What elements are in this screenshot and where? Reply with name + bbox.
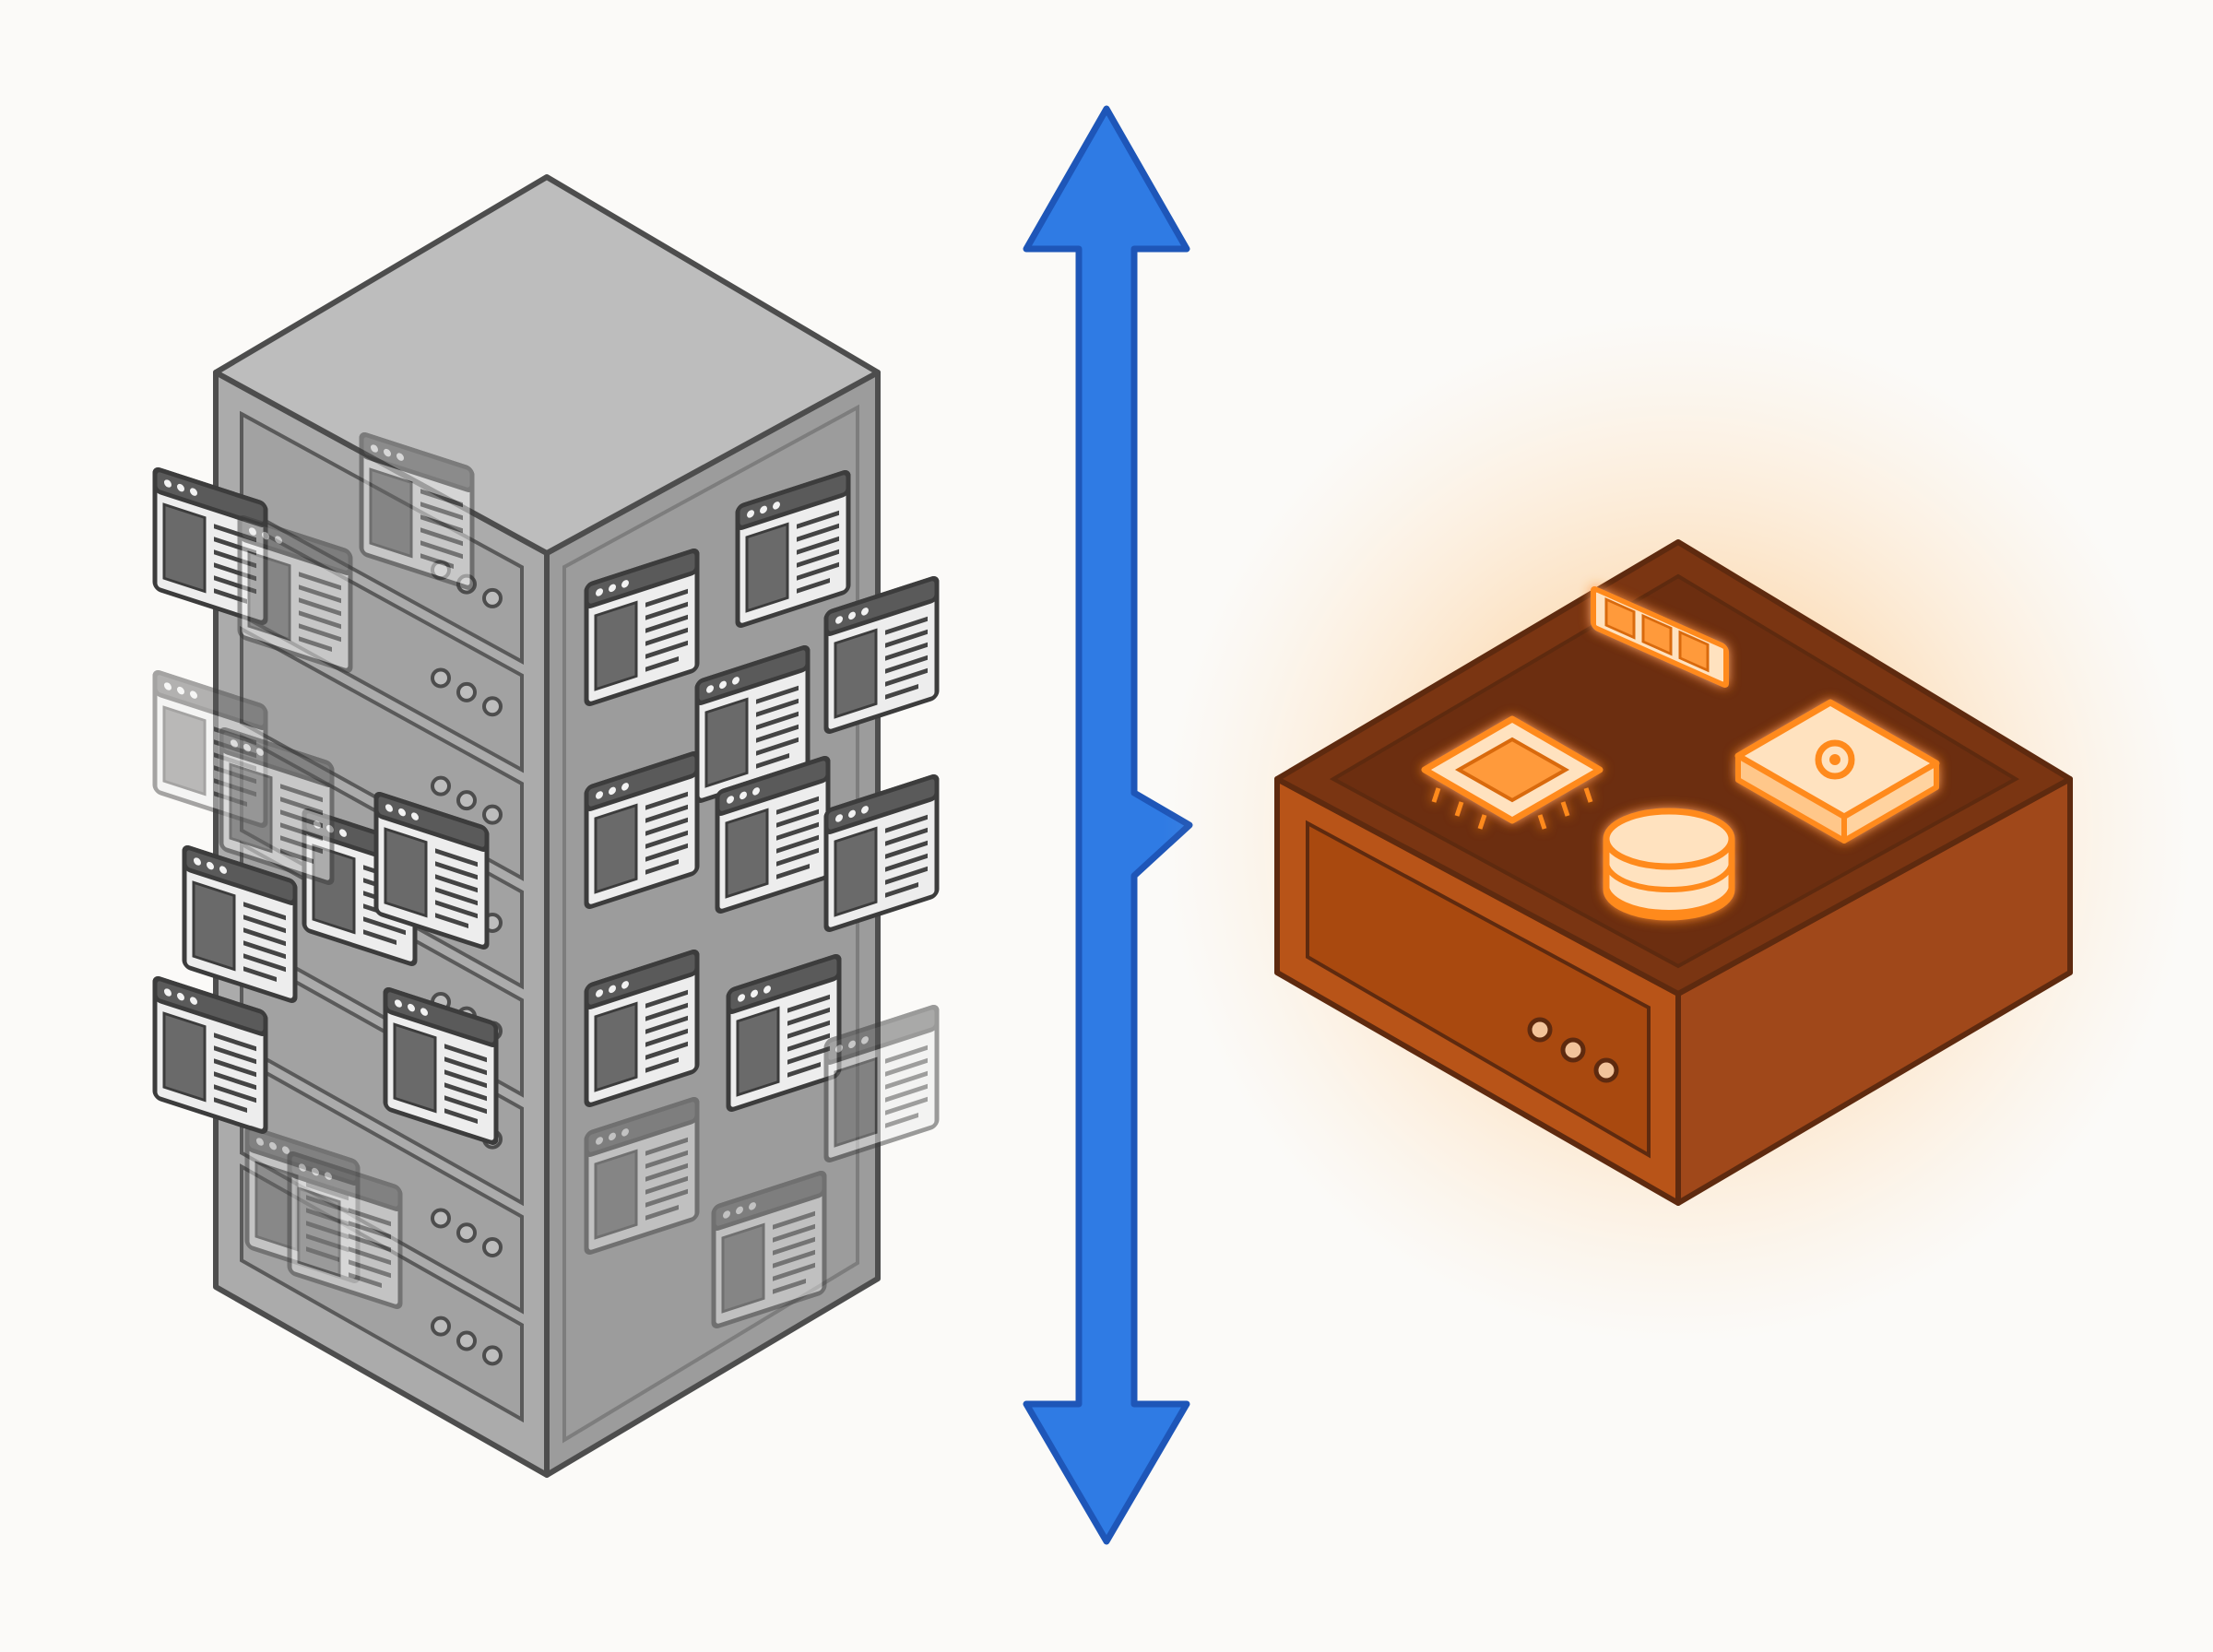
rack-indicator-light [482, 696, 503, 717]
memory-module-icon [1591, 586, 1729, 688]
status-light [1593, 1057, 1619, 1083]
rack-indicator-light [482, 804, 503, 825]
status-light [1560, 1037, 1586, 1063]
status-light [1527, 1017, 1553, 1043]
server-rack-icon [155, 174, 937, 1478]
rack-indicator-light [456, 1330, 477, 1351]
double-arrow-icon [1023, 105, 1193, 1545]
compact-server-icon [1162, 313, 2195, 1346]
rack-indicator-light [431, 1208, 451, 1229]
rack-indicator-light [482, 1345, 503, 1366]
rack-indicator-light [456, 1222, 477, 1244]
cpu-chip-icon [1421, 715, 1604, 830]
bidirectional-arrow [1023, 105, 1193, 1545]
rack-indicator-light [431, 667, 451, 689]
rack-indicator-light [482, 587, 503, 608]
rack-side-inset [562, 404, 859, 1444]
rack-indicator-light [431, 1316, 451, 1337]
box-front-panel [1306, 820, 1651, 1159]
rack-indicator-light [456, 790, 477, 811]
rack-indicator-light [456, 681, 477, 702]
settings-drive-icon [1734, 699, 1940, 844]
box-top-inset [1329, 573, 2019, 969]
rack-indicator-light [431, 775, 451, 796]
database-icon [1603, 808, 1735, 921]
rack-indicator-light [482, 1237, 503, 1258]
